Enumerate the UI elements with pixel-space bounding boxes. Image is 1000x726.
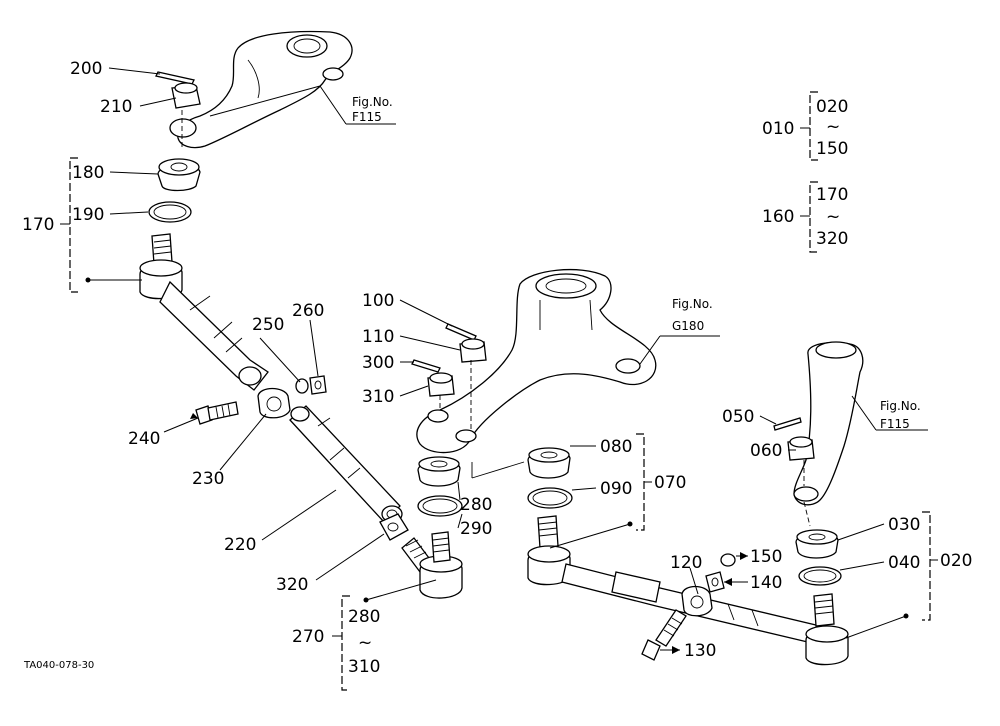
callout-210: 210	[100, 97, 132, 117]
callout-020: 020	[940, 551, 972, 571]
assembly-axis-lines	[181, 110, 811, 527]
fig-ref-middle: Fig.No. G180	[672, 297, 713, 333]
adjusting-tube-220	[289, 405, 403, 523]
callout-260: 260	[292, 301, 324, 321]
castle-nut-060	[787, 436, 815, 461]
assembly-legend-160: 160 170 ~ 320	[762, 185, 848, 249]
fig-ref-right: Fig.No. F115	[880, 399, 921, 431]
callout-120: 120	[670, 553, 702, 573]
washer-250	[295, 378, 309, 394]
svg-text:310: 310	[348, 657, 380, 677]
castle-nut-310	[427, 372, 455, 397]
tie-rod-end-bottom	[401, 531, 463, 599]
tie-rod-end-left	[139, 233, 269, 391]
bracket-010	[800, 91, 818, 161]
svg-text:270: 270	[292, 627, 324, 647]
callout-190: 190	[72, 205, 104, 225]
leader-lines	[88, 67, 928, 651]
steering-arm-middle	[416, 268, 657, 454]
steering-arm-top-left	[169, 30, 353, 149]
bolt-240	[195, 401, 239, 425]
castle-nut-110	[459, 338, 487, 363]
steering-arm-right	[793, 341, 864, 506]
bracket-020	[922, 511, 938, 621]
svg-text:F115: F115	[880, 417, 910, 431]
washer-150	[720, 553, 736, 567]
svg-text:G180: G180	[672, 319, 704, 333]
callout-labels: 200 210 180 190 170 250 260 240 230 220 …	[22, 59, 972, 661]
callout-150: 150	[750, 547, 782, 567]
ring-190	[148, 201, 192, 223]
callout-280: 280	[460, 495, 492, 515]
callout-290: 290	[460, 519, 492, 539]
svg-text:~: ~	[826, 207, 840, 227]
cotter-pin-050	[773, 417, 802, 431]
callout-130: 130	[684, 641, 716, 661]
drawing-code: TA040-078-30	[23, 660, 94, 671]
nut-260	[309, 375, 327, 395]
svg-text:020: 020	[816, 97, 848, 117]
svg-text:~: ~	[826, 117, 840, 137]
nut-320	[379, 513, 409, 541]
callout-090: 090	[600, 479, 632, 499]
dust-seal-030	[795, 529, 839, 559]
svg-text:170: 170	[816, 185, 848, 205]
bracket-170	[60, 157, 78, 293]
cotter-pin-200	[155, 71, 195, 85]
nut-140	[705, 571, 725, 593]
svg-text:Fig.No.: Fig.No.	[672, 297, 713, 311]
callout-100: 100	[362, 291, 394, 311]
callout-180: 180	[72, 163, 104, 183]
callout-040: 040	[888, 553, 920, 573]
dust-seal-180	[157, 158, 201, 192]
tie-rod-end-right	[805, 593, 849, 666]
callout-070: 070	[654, 473, 686, 493]
callout-240: 240	[128, 429, 160, 449]
assembly-legend-270: 270 280 ~ 310	[292, 607, 380, 677]
assembly-legend-010: 010 020 ~ 150	[762, 97, 848, 159]
svg-text:150: 150	[816, 139, 848, 159]
leader-arrows	[190, 413, 748, 654]
svg-text:F115: F115	[352, 110, 382, 124]
callout-050: 050	[722, 407, 754, 427]
clamp-120	[681, 585, 713, 617]
ring-090	[527, 487, 573, 509]
callout-080: 080	[600, 437, 632, 457]
svg-text:Fig.No.: Fig.No.	[880, 399, 921, 413]
svg-text:320: 320	[816, 229, 848, 249]
ring-290	[417, 495, 463, 517]
callout-060: 060	[750, 441, 782, 461]
callout-220: 220	[224, 535, 256, 555]
svg-text:280: 280	[348, 607, 380, 627]
clamp-230	[257, 387, 291, 419]
callout-230: 230	[192, 469, 224, 489]
callout-110: 110	[362, 327, 394, 347]
callout-200: 200	[70, 59, 102, 79]
callout-170: 170	[22, 215, 54, 235]
bracket-160	[800, 181, 818, 253]
castle-nut-210	[171, 82, 201, 109]
svg-text:Fig.No.: Fig.No.	[352, 95, 393, 109]
dust-seal-280	[417, 456, 461, 487]
leader-dots	[85, 277, 909, 619]
callout-030: 030	[888, 515, 920, 535]
fig-ref-top-left: Fig.No. F115	[352, 95, 393, 124]
callout-310: 310	[362, 387, 394, 407]
callout-300: 300	[362, 353, 394, 373]
ring-040	[798, 566, 842, 586]
dust-seal-080	[527, 447, 571, 479]
svg-text:~: ~	[358, 633, 372, 653]
bracket-270	[332, 595, 350, 691]
svg-text:160: 160	[762, 207, 794, 227]
cotter-pin-100	[445, 323, 477, 341]
callout-140: 140	[750, 573, 782, 593]
bracket-070	[636, 433, 652, 531]
svg-text:010: 010	[762, 119, 794, 139]
callout-250: 250	[252, 315, 284, 335]
callout-320: 320	[276, 575, 308, 595]
cotter-pin-300	[411, 359, 441, 373]
bolt-130	[641, 609, 687, 661]
